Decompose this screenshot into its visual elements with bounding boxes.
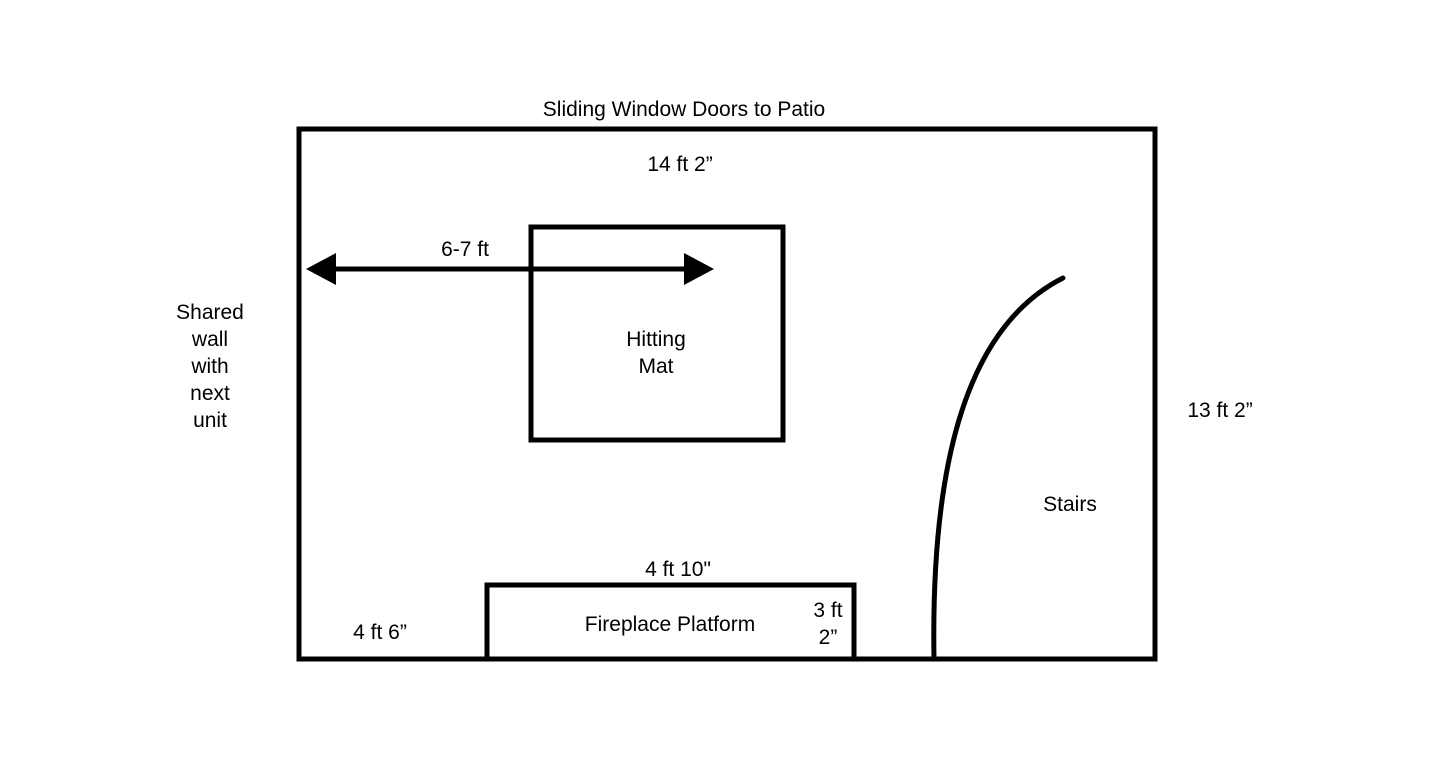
patio-doors-label: Sliding Window Doors to Patio xyxy=(542,98,826,121)
room-height-dimension: 13 ft 2” xyxy=(1187,399,1253,422)
shared-wall-line: unit xyxy=(193,409,227,432)
room-width-dimension: 14 ft 2” xyxy=(647,153,713,176)
shared-wall-line: next xyxy=(190,382,230,405)
hitting-mat-line: Mat xyxy=(638,355,674,378)
shared-wall-line: wall xyxy=(191,328,229,351)
stairs-label: Stairs xyxy=(1043,493,1097,516)
fireplace-platform-label: Fireplace Platform xyxy=(584,613,756,636)
shared-wall-label: Shared wall with next unit xyxy=(160,299,260,434)
shared-wall-line: Shared xyxy=(176,301,244,324)
fireplace-depth-line: 3 ft xyxy=(813,599,843,622)
hitting-mat-line: Hitting xyxy=(626,328,686,351)
hitting-mat-label: Hitting Mat xyxy=(606,326,706,380)
fireplace-width-dimension: 4 ft 10" xyxy=(645,558,711,581)
hitting-mat-outline xyxy=(528,224,786,443)
arrowhead-left-icon xyxy=(306,253,336,285)
clearance-dimension: 6-7 ft xyxy=(441,238,489,261)
arrowhead-right-icon xyxy=(684,253,714,285)
fireplace-platform-outline xyxy=(484,582,857,662)
fireplace-depth-line: 2” xyxy=(818,626,838,649)
fireplace-depth-dimension: 3 ft 2” xyxy=(798,597,858,651)
stairs-curve xyxy=(931,275,1066,662)
clearance-arrow xyxy=(306,253,714,285)
shared-wall-line: with xyxy=(191,355,229,378)
fireplace-offset-dimension: 4 ft 6” xyxy=(353,621,407,644)
